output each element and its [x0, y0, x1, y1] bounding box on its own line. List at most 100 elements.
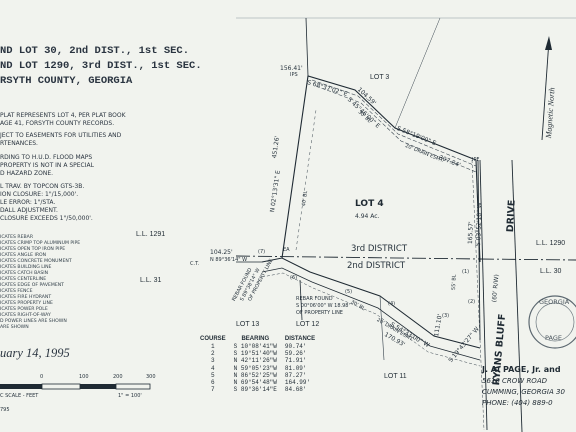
legend-line: ICATES CONCRETE MONUMENT [0, 259, 72, 264]
plat-date: uary 14, 1995 [0, 346, 70, 360]
course-distance: 164.99' [284, 379, 311, 387]
note-line: PROPERTY IS NOT IN A SPECIAL [0, 162, 94, 169]
table-row: 3 N 42°11'26"W 71.91' [196, 357, 319, 364]
note-line: JECT TO EASEMENTS FOR UTILITIES AND [0, 132, 122, 139]
scale-bar-graphic [0, 383, 151, 390]
course-number: 7 [211, 386, 215, 394]
job-number: 795 [0, 407, 10, 413]
district-2-label: 2nd DISTRICT [347, 261, 406, 271]
east-building-line: 55' BL [451, 274, 458, 291]
course-table: COURSE BEARING DISTANCE 1 S 10°08'41"W 90.… [196, 336, 319, 393]
course-marker: (2) [468, 299, 476, 305]
note-line: RDING TO H.U.D. FLOOD MAPS [0, 154, 93, 161]
note-line: PLAT REPRESENTS LOT 4, PER PLAT BOOK [0, 112, 126, 119]
scale-tick-100: 100 [79, 374, 89, 380]
north-distance: 156.41' [280, 65, 303, 72]
ct-label: C.T. [190, 261, 200, 267]
scale-ratio: 1" = 100' [118, 393, 142, 399]
course-number: 1 [211, 343, 215, 350]
scale-tick-0: 0 [40, 374, 44, 380]
district-3-label: 3rd DISTRICT [351, 244, 408, 254]
lot-11-label: LOT 11 [384, 373, 407, 380]
legend-line: ARE SHOWN [0, 325, 29, 330]
legend-line: ICATES PROPERTY LINE [0, 301, 53, 306]
course-bearing: N 42°11'26"W [233, 357, 277, 365]
course-number: 6 [211, 379, 215, 387]
rebar-note-south-line: OF PROPERTY LINE [296, 310, 343, 316]
iron-pin-found: IPF [472, 157, 480, 163]
rebar-note-south: REBAR FOUND [296, 296, 333, 302]
surveyor-city: CUMMING, GEORGIA 30 [482, 388, 565, 396]
iron-pin-set: IPS [290, 72, 298, 78]
course-header: COURSE [200, 336, 226, 342]
land-lot-30: L.L. 30 [540, 268, 562, 275]
west-bearing-short: N 89°36'14" W [210, 257, 248, 263]
road-type: DRIVE [505, 199, 518, 233]
legend-line: D POWER LINES ARE SHOWN [0, 319, 67, 324]
legend-line: ICATES REBAR [0, 235, 34, 240]
ea-label: EA [283, 247, 290, 253]
note-line: LE ERROR: 1"/STA. [0, 199, 56, 206]
note-line: AGE 41, FORSYTH COUNTY RECORDS. [0, 120, 115, 127]
course-distance: 59.26' [284, 350, 307, 358]
course-number: 2 [211, 350, 215, 358]
legend-line: ICATES POWER POLE [0, 307, 48, 312]
lot-12-label: LOT 12 [296, 321, 320, 328]
lot-4-boundary [281, 75, 481, 263]
course-bearing: S 10°08'41"W [233, 343, 277, 350]
course-bearing: N 69°54'48"W [233, 379, 277, 387]
header-line-3: RSYTH COUNTY, GEORGIA [0, 75, 133, 87]
legend-line: ICATES BUILDING LINE [0, 265, 52, 270]
lot-4-label: LOT 4 [355, 199, 384, 209]
header-line-1: ND LOT 30, 2nd DIST., 1st SEC. [0, 45, 190, 57]
surveyor-phone: PHONE: (404) 889-0 [482, 399, 553, 407]
legend-line: ICATES CRIMP TOP ALUMINUM PIPE [0, 241, 81, 246]
note-line: ION CLOSURE: 1"/15,000'. [0, 191, 79, 198]
course-bearing: S 19°51'40"W [233, 350, 277, 358]
land-lot-31: L.L. 31 [140, 277, 162, 284]
course-distance: 81.09' [284, 364, 307, 372]
legend-line: ICATES ANGLE IRON [0, 253, 47, 258]
course-marker: (5) [345, 289, 353, 295]
land-lot-1291: L.L. 1291 [136, 231, 166, 238]
note-line: DALL ADJUSTMENT. [0, 207, 58, 214]
scale-tick-200: 200 [113, 374, 123, 380]
rebar-note-south-bearing: S 00°06'00" W 18.98' [296, 303, 350, 309]
table-row: 6 N 69°54'48"W 164.99' [196, 379, 319, 386]
course-distance: 87.27' [284, 371, 307, 379]
legend-line: ICATES FENCE [0, 289, 33, 294]
road-row-east [511, 159, 523, 432]
course-number: 3 [211, 357, 215, 365]
legend-line: ICATES EDGE OF PAVEMENT [0, 283, 64, 288]
bearing-header: BEARING [241, 336, 270, 342]
table-row: 7 S 89°36'14"E 84.68' [196, 386, 319, 393]
table-row: 1 S 10°08'41"W 90.74' [196, 343, 319, 350]
course-number: 4 [211, 364, 215, 372]
note-line: D HAZARD ZONE. [0, 170, 54, 177]
east-distance: 165.57' [467, 221, 475, 245]
legend-line: ICATES CENTERLINE [0, 277, 47, 282]
legend-line: ICATES OPEN TOP IRON PIPE [0, 247, 66, 252]
course-marker: (4) [388, 301, 396, 307]
road-row-west [479, 159, 488, 431]
distance-header: DISTANCE [284, 336, 316, 342]
note-line: RTENANCES. [0, 140, 38, 147]
course-number: 5 [211, 371, 215, 379]
course-marker: (7) [258, 249, 266, 255]
course-marker: (3) [442, 313, 450, 319]
header-line-2: ND LOT 1290, 3rd DIST., 1st SEC. [0, 60, 202, 72]
course-distance: 71.91' [284, 357, 307, 365]
scale-tick-300: 300 [146, 374, 156, 380]
lot-3-label: LOT 3 [370, 74, 390, 81]
course-distance: 84.68' [284, 386, 307, 394]
course-bearing: S 89°36'14"E [233, 386, 277, 394]
note-line: L TRAV. BY TOPCON GTS-3B. [0, 183, 85, 190]
scale-caption: C SCALE - FEET [0, 393, 39, 399]
course-distance: 90.74' [284, 343, 307, 350]
lot-13-label: LOT 13 [236, 321, 260, 328]
seal-text-top: GEORGIA [539, 298, 570, 306]
